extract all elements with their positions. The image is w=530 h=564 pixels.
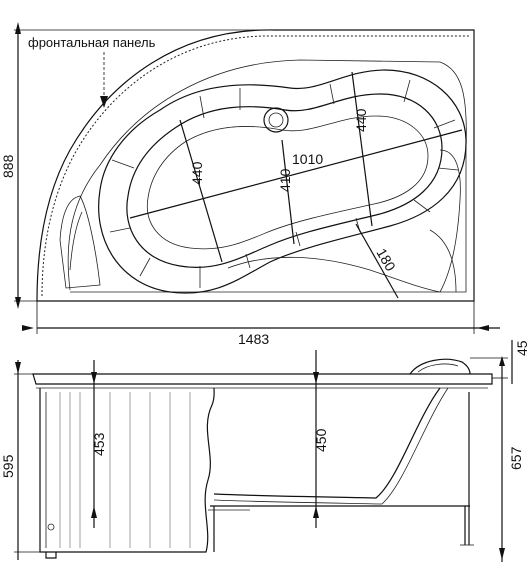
- dim-seat: 180: [373, 246, 399, 274]
- drain-inner: [268, 112, 284, 128]
- rim-inner-contour: [67, 59, 467, 293]
- arrow-depth-center-top: [313, 372, 319, 384]
- basin-floor-contour: [146, 115, 429, 250]
- rim-top: [32, 373, 493, 385]
- front-panel-arrow-head: [100, 96, 108, 108]
- dim-depth-center: 450: [313, 428, 329, 452]
- basin-section-outer: [213, 387, 449, 505]
- arrow-height-with-rim-bottom: [499, 548, 505, 560]
- dim-height-total: 595: [0, 454, 16, 478]
- arrow-height-top: [15, 362, 21, 374]
- seat-right: [439, 149, 461, 293]
- dim-line-inner-width-right: [351, 71, 373, 227]
- front-panel: [39, 387, 215, 553]
- basin-inner-contour: [126, 93, 443, 268]
- dim-inner-width-left: 440: [189, 161, 205, 185]
- dim-line-seat: [355, 223, 399, 299]
- headrest: [409, 358, 471, 375]
- dim-line-middle: [281, 139, 295, 245]
- arrow-width-top: [15, 22, 21, 34]
- basin-section: [213, 387, 441, 499]
- arrow-depth-left-bottom: [91, 506, 97, 518]
- front-panel-dashed-line: [41, 35, 470, 297]
- dim-length: 1483: [238, 331, 269, 347]
- drain-outer: [263, 107, 289, 133]
- top-view: фронтальная панель 1010 440 440 410 180 …: [0, 22, 500, 347]
- arrow-depth-left-top: [91, 372, 97, 384]
- dim-depth-left: 453: [91, 432, 107, 456]
- front-panel-label: фронтальная панель: [28, 35, 156, 50]
- dim-line-inner-length: [129, 129, 463, 219]
- dim-middle: 410: [277, 168, 293, 192]
- leg-left: [45, 552, 57, 559]
- arrow-width-bottom: [15, 297, 21, 309]
- dim-line-inner-width-left: [179, 119, 223, 263]
- side-view: 453 450 595 657 45: [0, 340, 530, 562]
- dim-width: 888: [0, 154, 16, 178]
- dim-height-with-rim: 657: [508, 446, 524, 470]
- panel-screw: [47, 523, 55, 531]
- arrow-length-left: [22, 325, 34, 331]
- front-panel-hatch: [59, 392, 191, 548]
- dim-rim: 45: [514, 340, 530, 356]
- headrest-inner: [417, 363, 459, 373]
- armrest-left: [59, 195, 101, 289]
- basin-outer-contour: [98, 69, 467, 294]
- dim-inner-width-right: 440: [353, 108, 369, 132]
- arrow-depth-center-bottom: [313, 506, 319, 518]
- seat-right-2: [429, 229, 457, 293]
- dim-inner-length: 1010: [292, 151, 323, 167]
- arrow-height-with-rim-top: [499, 356, 505, 366]
- basin-step: [227, 256, 441, 293]
- armrest-left-inner: [69, 211, 83, 271]
- basin-rim-segments: [109, 79, 459, 288]
- tub-outer-contour: [36, 29, 475, 302]
